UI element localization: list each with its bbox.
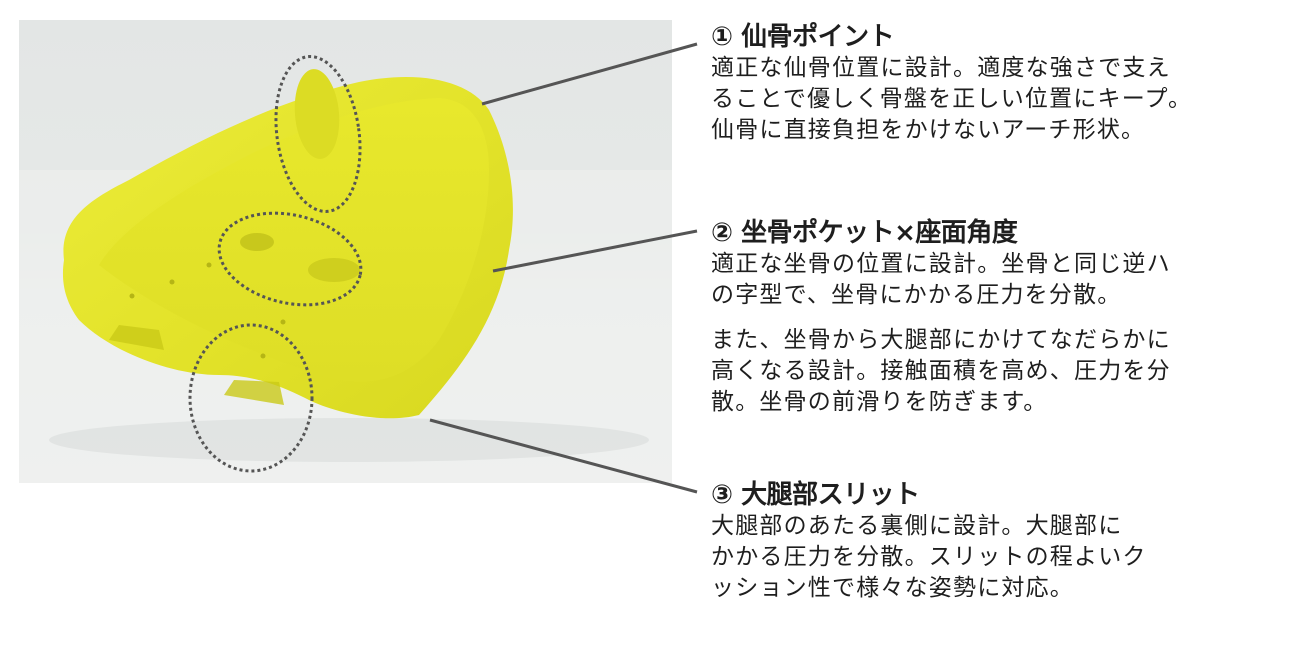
product-photo: [19, 20, 672, 483]
callout-thigh-slit: ③ 大腿部スリット 大腿部のあたる裏側に設計。大腿部に かかる圧力を分散。スリッ…: [711, 479, 1147, 604]
callout-text-line: ることで優しく骨盤を正しい位置にキープ。: [711, 86, 1193, 112]
callout-text-line: の字型で、坐骨にかかる圧力を分散。: [711, 282, 1122, 308]
callout-title: ① 仙骨ポイント: [711, 22, 895, 52]
callout-text-line: また、坐骨から大腿部にかけてなだらかに: [711, 327, 1171, 353]
callout-sacrum-point: ① 仙骨ポイント 適正な仙骨位置に設計。適度な強さで支え ることで優しく骨盤を正…: [711, 21, 1192, 146]
callout-text-line: 大腿部のあたる裏側に設計。大腿部に: [711, 513, 1123, 539]
callout-text-line: 散。坐骨の前滑りを防ぎます。: [711, 389, 1048, 415]
seat-cushion-illustration: [19, 69, 672, 483]
callout-text-line: ッション性で様々な姿勢に対応。: [711, 575, 1074, 601]
callout-ischial-pocket: ② 坐骨ポケット×座面角度 適正な坐骨の位置に設計。坐骨と同じ逆ハ の字型で、坐…: [711, 217, 1171, 418]
callout-text-line: 高くなる設計。接触面積を高め、圧力を分: [711, 358, 1171, 384]
callout-text-line: かかる圧力を分散。スリットの程よいク: [711, 544, 1147, 570]
callout-text-line: 適正な坐骨の位置に設計。坐骨と同じ逆ハ: [711, 251, 1171, 277]
callout-text-line: 仙骨に直接負担をかけないアーチ形状。: [711, 117, 1146, 143]
callout-title: ③ 大腿部スリット: [711, 480, 920, 510]
callout-text-line: 適正な仙骨位置に設計。適度な強さで支え: [711, 55, 1171, 81]
callout-title: ② 坐骨ポケット×座面角度: [711, 218, 1018, 248]
